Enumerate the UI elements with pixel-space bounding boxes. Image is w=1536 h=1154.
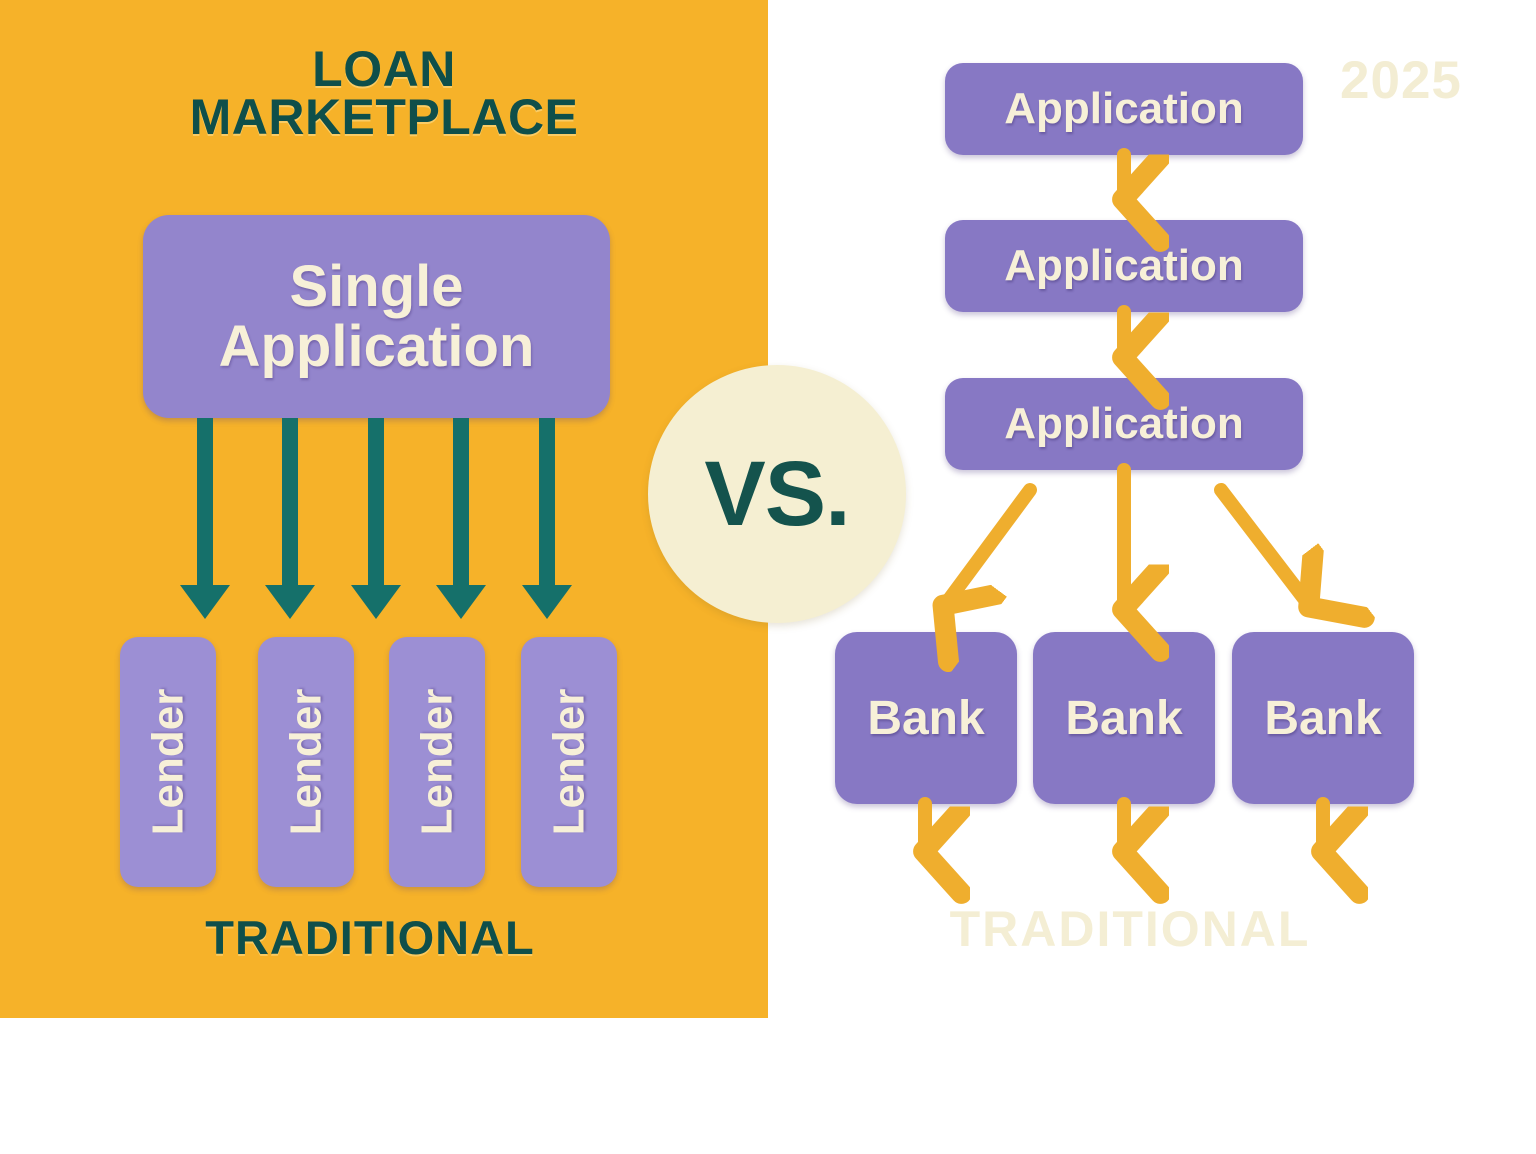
single-application-line-1: Single — [289, 254, 464, 320]
versus-label: VS. — [704, 442, 850, 545]
teal-arrow-head-3 — [351, 585, 401, 619]
application-label-2: Application — [1004, 241, 1244, 290]
bank-label-3: Bank — [1264, 691, 1382, 745]
lender-label-4: Lender — [544, 688, 594, 836]
title-line-1: LOAN — [312, 41, 456, 97]
lender-box-2[interactable]: Lender — [258, 637, 354, 887]
orange-arrow-app3-bank3 — [1214, 483, 1309, 605]
teal-arrow-shaft-2 — [282, 418, 298, 598]
teal-arrow-head-4 — [436, 585, 486, 619]
teal-arrow-shaft-1 — [197, 418, 213, 598]
lender-label-1: Lender — [143, 688, 193, 836]
lender-label-3: Lender — [412, 688, 462, 836]
bank-label-2: Bank — [1065, 691, 1183, 745]
lender-box-4[interactable]: Lender — [521, 637, 617, 887]
teal-arrow-shaft-5 — [539, 418, 555, 598]
application-box-1[interactable]: Application — [945, 63, 1303, 155]
application-box-2[interactable]: Application — [945, 220, 1303, 312]
application-box-3[interactable]: Application — [945, 378, 1303, 470]
single-application-line-2: Application — [218, 313, 535, 379]
teal-arrow-head-1 — [180, 585, 230, 619]
lender-box-3[interactable]: Lender — [389, 637, 485, 887]
left-panel-footer-label: TRADITIONAL — [205, 911, 535, 964]
single-application-label: Single Application — [219, 257, 535, 375]
teal-arrow-head-5 — [522, 585, 572, 619]
bank-box-1[interactable]: Bank — [835, 632, 1017, 804]
year-badge: 2025 — [1340, 51, 1462, 110]
lender-box-1[interactable]: Lender — [120, 637, 216, 887]
application-label-1: Application — [1004, 84, 1244, 133]
bank-box-3[interactable]: Bank — [1232, 632, 1414, 804]
application-label-3: Application — [1004, 399, 1244, 448]
right-panel-footer-label: TRADITIONAL — [949, 901, 1311, 957]
teal-arrow-shaft-3 — [368, 418, 384, 598]
teal-arrow-shaft-4 — [453, 418, 469, 598]
teal-arrow-head-2 — [265, 585, 315, 619]
bank-label-1: Bank — [867, 691, 985, 745]
orange-arrow-app3-bank1 — [945, 483, 1037, 605]
left-panel-title: LOAN MARKETPLACE — [0, 44, 768, 145]
lender-label-2: Lender — [281, 688, 331, 836]
versus-badge: VS. — [648, 365, 906, 623]
bank-box-2[interactable]: Bank — [1033, 632, 1215, 804]
single-application-box[interactable]: Single Application — [143, 215, 610, 418]
title-line-2: MARKETPLACE — [189, 89, 579, 145]
